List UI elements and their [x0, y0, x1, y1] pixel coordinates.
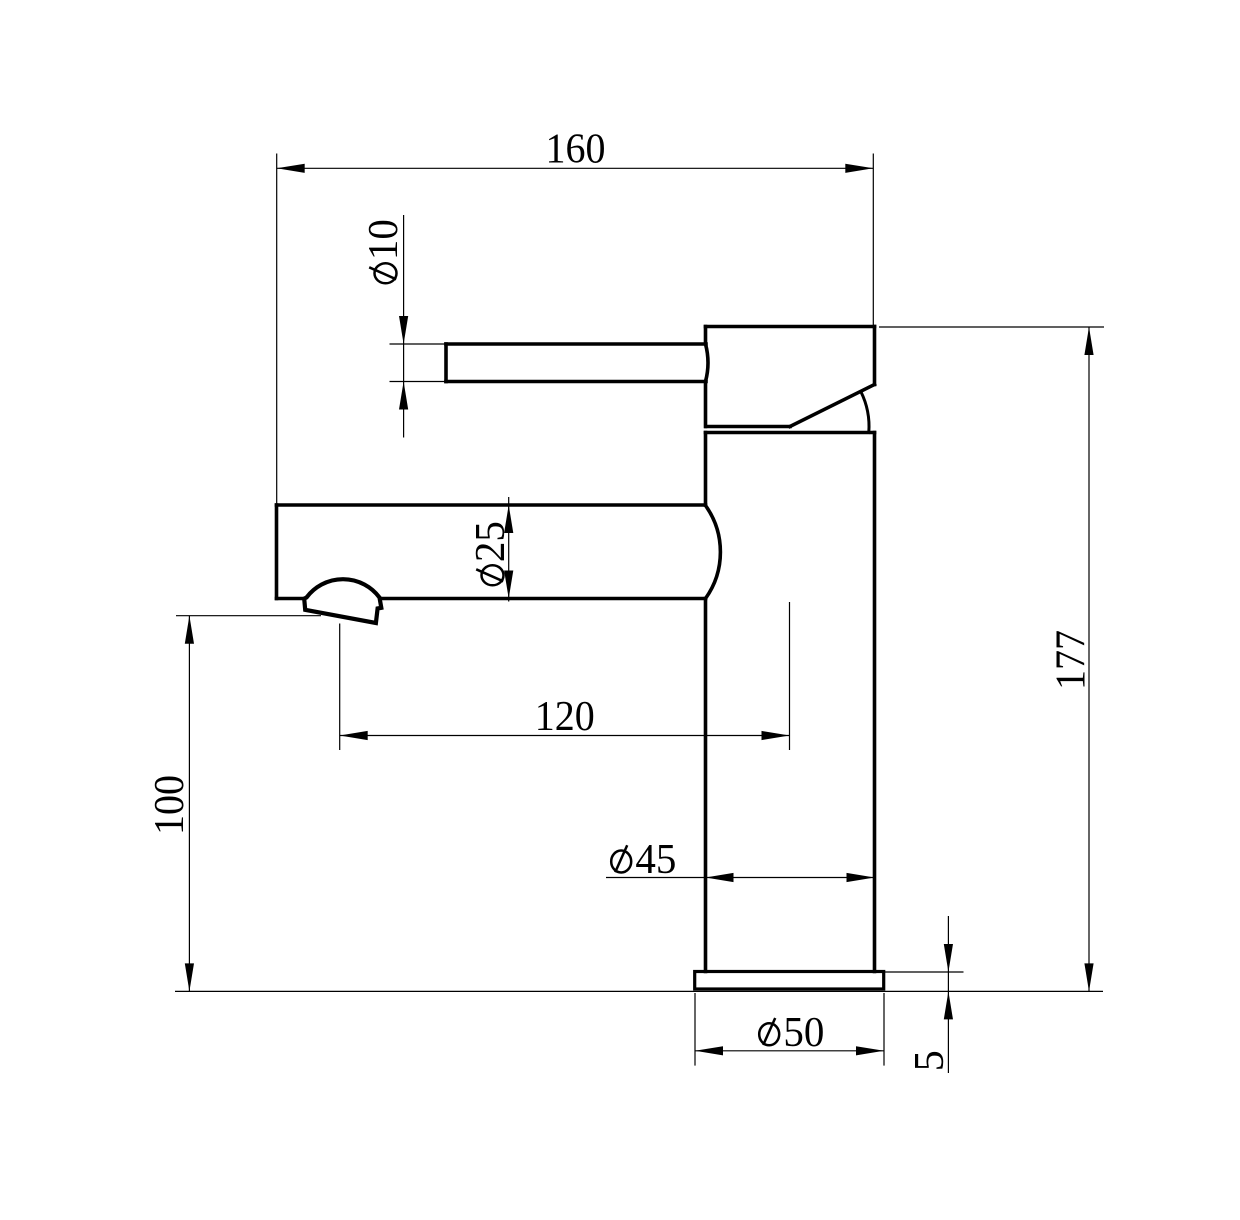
svg-text:160: 160 — [546, 127, 606, 173]
svg-text:50: 50 — [783, 1010, 824, 1056]
svg-text:120: 120 — [535, 694, 595, 740]
svg-text:100: 100 — [147, 775, 193, 835]
svg-text:177: 177 — [1049, 630, 1095, 690]
svg-text:45: 45 — [635, 837, 676, 883]
svg-text:5: 5 — [907, 1050, 953, 1071]
svg-text:10: 10 — [361, 219, 407, 260]
svg-text:25: 25 — [468, 521, 514, 562]
